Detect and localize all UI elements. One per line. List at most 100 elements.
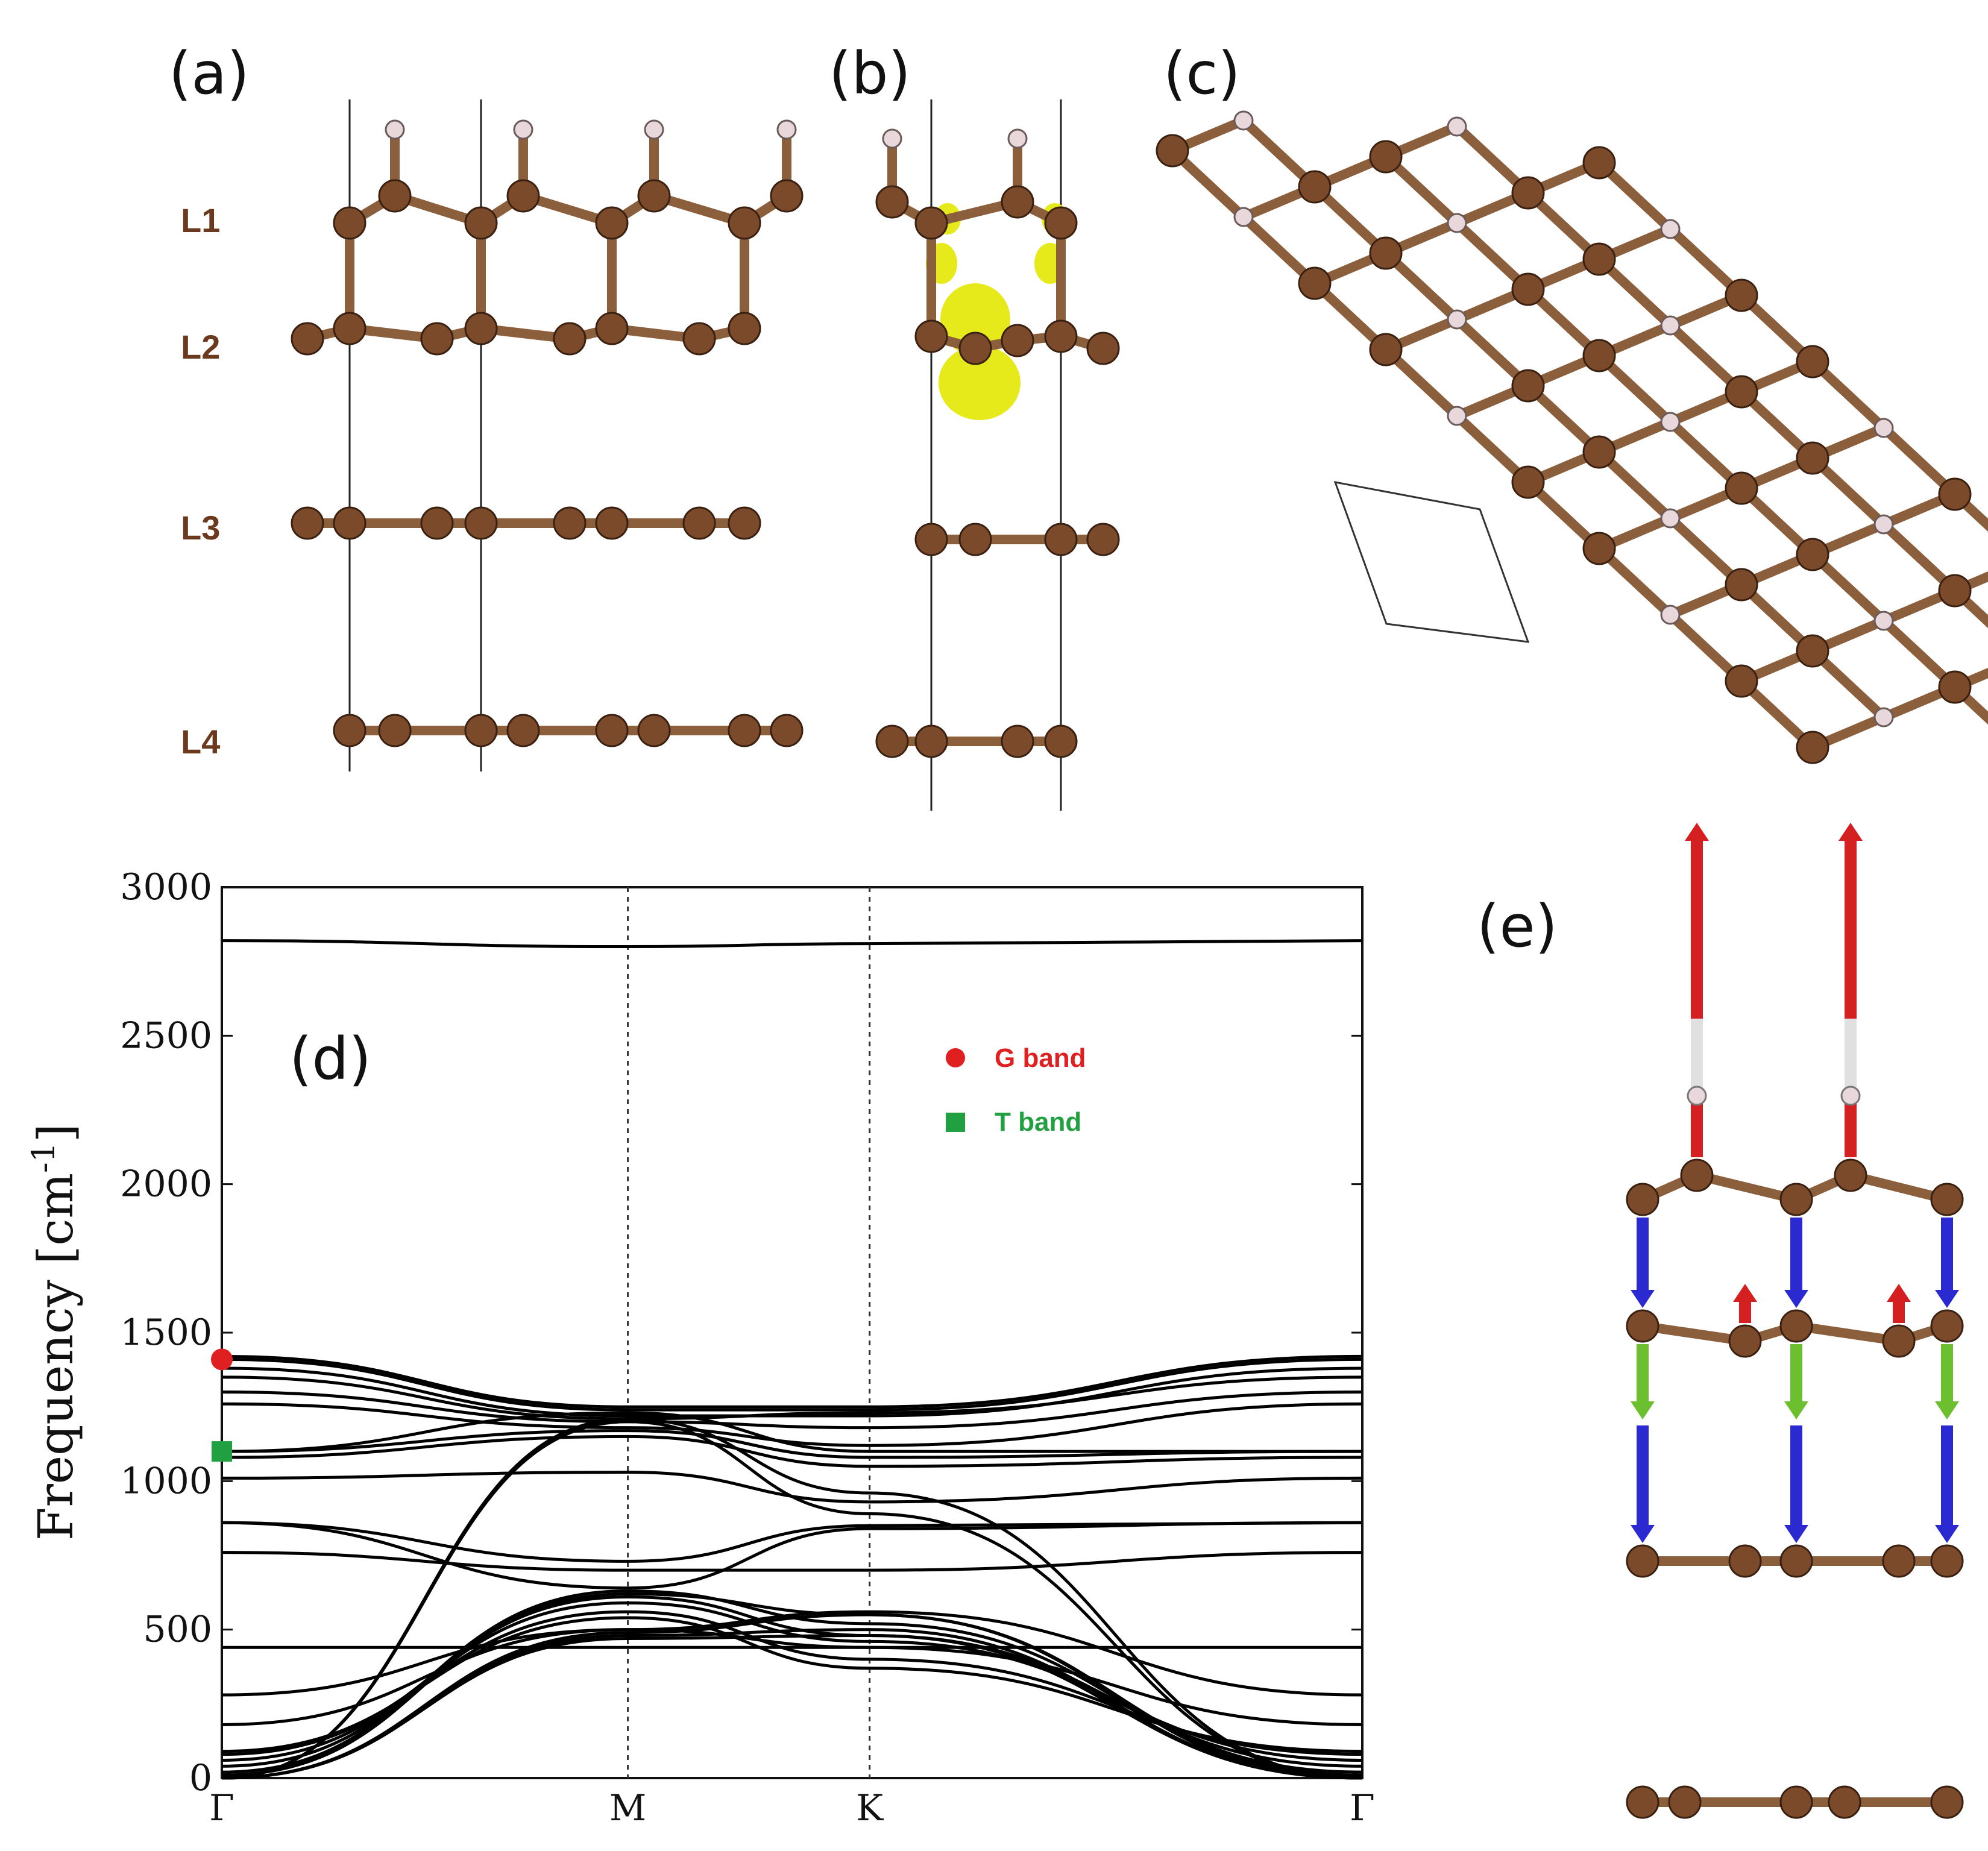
carbon-atom: [1582, 339, 1616, 372]
carbon-atom: [1001, 724, 1034, 758]
panel-label-b: (b): [829, 40, 911, 107]
carbon-atom: [728, 206, 761, 240]
carbon-displacement-arrow-head: [1784, 1290, 1808, 1308]
carbon-atom: [1001, 185, 1034, 219]
carbon-atom: [553, 506, 587, 540]
y-tick-label: 1500: [120, 1312, 212, 1354]
carbon-atom: [1369, 236, 1403, 270]
carbon-atom: [1725, 471, 1758, 505]
phonon-band: [221, 1616, 1363, 1753]
carbon-atom: [1882, 1544, 1916, 1578]
carbon-atom: [1796, 345, 1829, 379]
carbon-atom: [770, 714, 804, 747]
carbon-atom: [1298, 170, 1332, 204]
panel-label-e: (e): [1477, 893, 1558, 960]
carbon-atom: [1298, 266, 1332, 300]
hydrogen-atom: [1873, 707, 1894, 728]
carbon-atom: [914, 319, 948, 353]
carbon-atom: [333, 506, 366, 540]
carbon-atom: [1930, 1183, 1964, 1216]
carbon-atom: [1796, 538, 1829, 571]
carbon-displacement-arrow-head: [1631, 1401, 1655, 1419]
x-tick-label: K: [856, 1787, 884, 1829]
hydrogen-atom: [1447, 213, 1467, 233]
carbon-atom: [875, 185, 909, 219]
legend-marker-g-band: [946, 1048, 965, 1067]
hydrogen-atom: [1447, 309, 1467, 330]
carbon-atom: [506, 179, 540, 213]
phonon-band: [221, 1391, 1363, 1430]
layer-label-l4: L4: [181, 723, 220, 761]
bond: [1638, 1321, 1750, 1346]
hydrogen-atom: [1660, 412, 1681, 432]
legend-label-g-band: G band: [995, 1043, 1086, 1073]
carbon-atom: [1044, 206, 1078, 240]
carbon-atom: [1044, 523, 1078, 556]
carbon-atom: [637, 179, 671, 213]
legend-label-t-band: T band: [995, 1107, 1081, 1137]
carbon-atom: [595, 206, 629, 240]
carbon-atom: [1511, 272, 1545, 306]
carbon-atom: [378, 714, 412, 747]
carbon-atom: [728, 506, 761, 540]
carbon-atom: [914, 523, 948, 556]
carbon-atom: [464, 312, 498, 345]
carbon-atom: [420, 506, 454, 540]
carbon-atom: [1834, 1158, 1867, 1192]
carbon-displacement-arrow-head: [1784, 1401, 1808, 1419]
y-axis-label: Frequency [cm-1]: [26, 1123, 84, 1541]
phonon-band: [221, 1592, 1363, 1777]
carbon-atom: [1668, 1785, 1702, 1819]
carbon-atom: [1582, 435, 1616, 469]
hydrogen-displacement-arrow-head: [1685, 823, 1709, 841]
carbon-atom: [728, 714, 761, 747]
hydrogen-atom: [1660, 605, 1681, 625]
carbon-displacement-arrow-head: [1887, 1284, 1911, 1302]
phonon-band: [221, 1613, 1363, 1780]
panel-label-c: (c): [1163, 40, 1241, 107]
carbon-atom: [1725, 568, 1758, 602]
carbon-atom: [595, 312, 629, 345]
panel-label-d: (d): [289, 1025, 371, 1093]
carbon-atom: [1930, 1785, 1964, 1819]
carbon-atom: [1930, 1309, 1964, 1343]
hydrogen-atom: [1447, 116, 1467, 137]
hydrogen-atom: [1233, 110, 1254, 131]
carbon-atom: [1779, 1309, 1813, 1343]
phonon-band: [221, 1610, 1363, 1697]
panel-label-a: (a): [169, 40, 250, 107]
phonon-band: [221, 1417, 1363, 1780]
layer-label-l1: L1: [181, 201, 220, 239]
bond: [1692, 1171, 1801, 1204]
carbon-displacement-arrow-head: [1935, 1290, 1959, 1308]
carbon-atom: [1728, 1324, 1762, 1358]
unit-cell-outline: [1333, 481, 1530, 643]
carbon-atom: [1938, 574, 1972, 608]
carbon-atom: [1626, 1785, 1659, 1819]
carbon-atom: [506, 714, 540, 747]
y-tick-label: 3000: [120, 866, 212, 908]
carbon-atom: [958, 523, 992, 556]
carbon-atom: [1779, 1785, 1813, 1819]
hydrogen-atom: [1007, 128, 1028, 149]
layer-label-l3: L3: [181, 509, 220, 547]
phonon-band: [221, 1429, 1363, 1459]
carbon-atom: [1725, 664, 1758, 698]
phonon-band: [221, 1628, 1363, 1726]
carbon-atom: [770, 179, 804, 213]
y-tick-label: 1000: [120, 1460, 212, 1502]
chart-legend: G band T band: [946, 1043, 1086, 1137]
carbon-atom: [1086, 332, 1120, 365]
carbon-atom: [1725, 375, 1758, 409]
vibration-mode-e: [1626, 823, 1964, 1819]
carbon-atom: [728, 312, 761, 345]
hydrogen-atom: [1873, 418, 1894, 438]
carbon-atom: [1156, 134, 1189, 168]
carbon-atom: [333, 714, 366, 747]
phonon-band: [221, 1435, 1363, 1468]
structure-side-view-a: [291, 99, 804, 772]
carbon-atom: [1582, 242, 1616, 276]
hydrogen-atom: [1660, 508, 1681, 529]
